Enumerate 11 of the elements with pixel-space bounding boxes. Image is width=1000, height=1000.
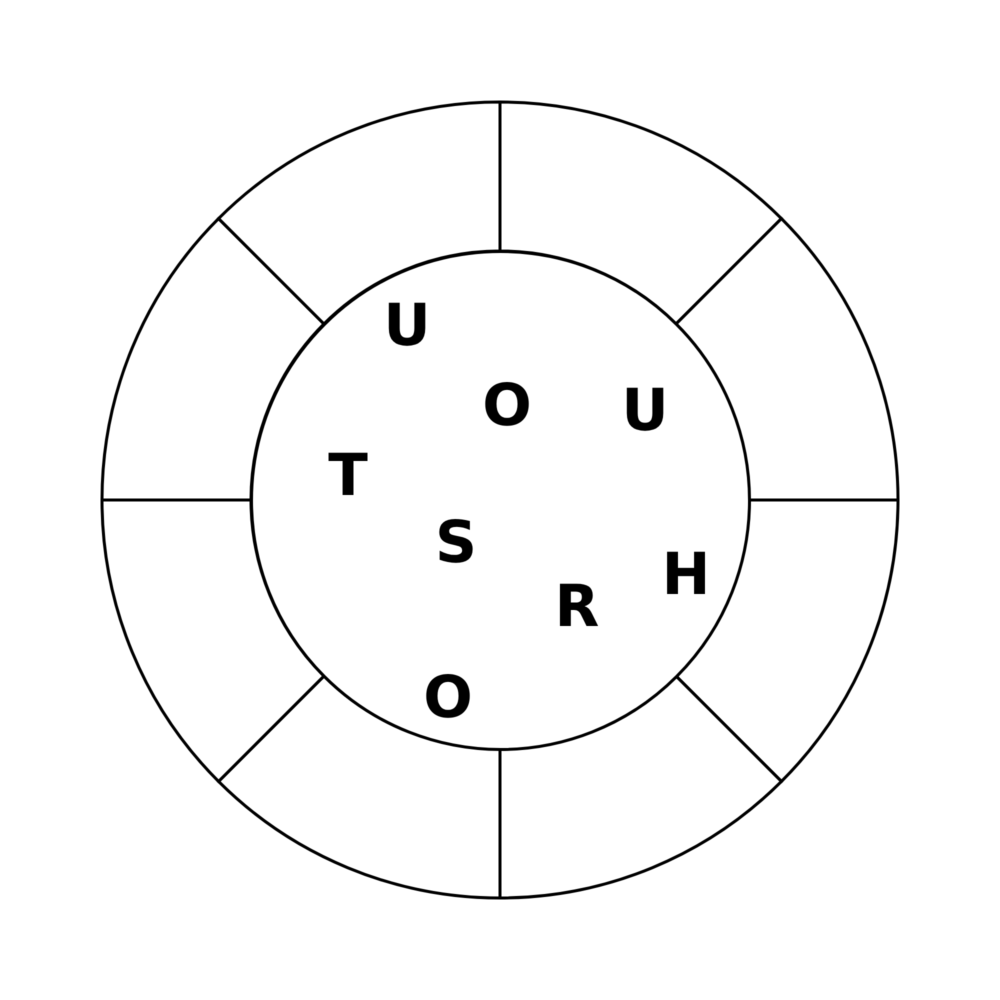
letter: U xyxy=(621,381,669,439)
letter: U xyxy=(383,296,431,354)
letter: S xyxy=(435,513,477,571)
ring-segment xyxy=(498,674,783,900)
letter: O xyxy=(423,668,473,726)
letter: R xyxy=(554,577,600,635)
letter: T xyxy=(328,446,368,504)
ring-segment xyxy=(674,217,900,502)
ring-segment xyxy=(100,498,326,783)
letter: H xyxy=(662,545,710,603)
letter: O xyxy=(482,376,532,434)
